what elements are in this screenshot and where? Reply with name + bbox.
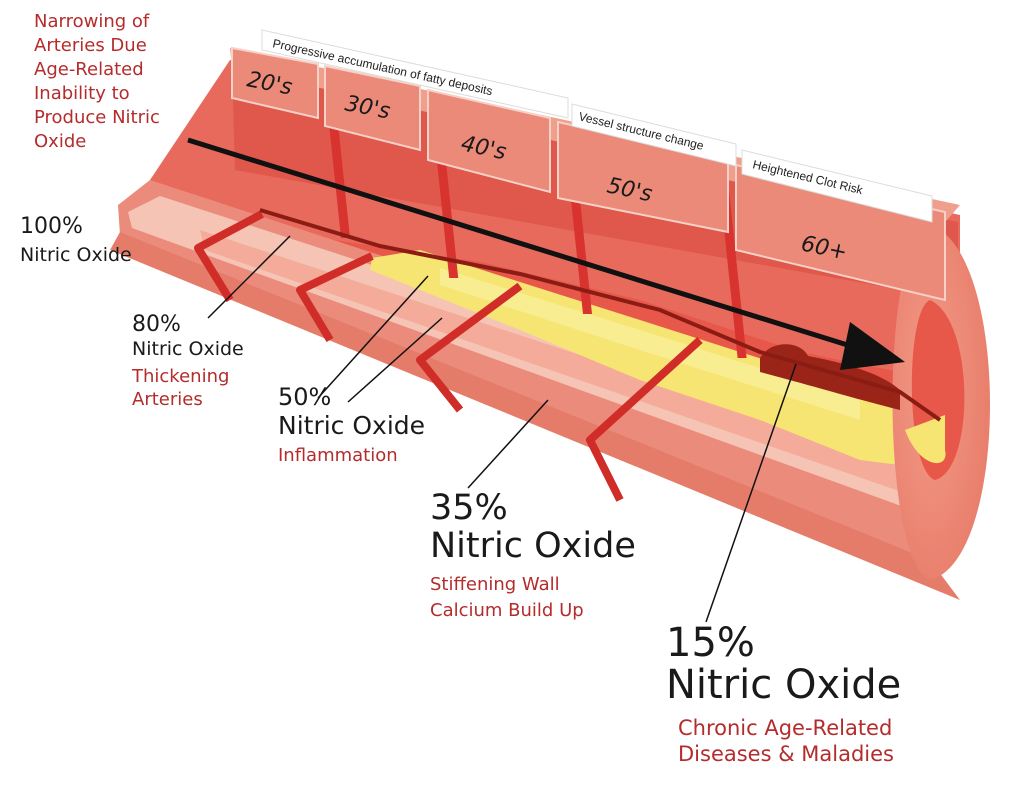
stage-50: 50% Nitric Oxide Inflammation <box>278 383 426 467</box>
age-box-30s <box>324 64 421 152</box>
title-line: Narrowing of <box>34 11 150 32</box>
end-plaque <box>905 415 946 464</box>
title-line: Produce Nitric <box>34 107 160 128</box>
stage-100: 100% Nitric Oxide <box>20 214 132 267</box>
diagram-title: Narrowing of Arteries Due Age-Related In… <box>34 10 209 154</box>
age-boxes <box>231 46 946 302</box>
stage-effect: Arteries <box>132 388 203 410</box>
stage-effect: Thickening <box>132 366 230 388</box>
stage-label: Nitric Oxide <box>132 338 244 361</box>
plaque-highlight <box>440 268 860 420</box>
banner-fatty-deposits <box>261 29 569 119</box>
stage-label: Nitric Oxide <box>278 410 426 440</box>
lower-cut-lines <box>194 210 703 502</box>
stage-percent: 100% <box>20 214 83 239</box>
title-line: Inability to <box>34 83 130 104</box>
stage-percent: 80% <box>132 312 181 337</box>
lumen-edge <box>259 208 942 422</box>
stage-percent: 35% <box>430 488 508 528</box>
vessel-middle-layer <box>200 230 930 500</box>
stage-effect: Diseases & Maladies <box>678 742 894 767</box>
stage-effect: Chronic Age-Related <box>678 716 893 740</box>
banner-clot-risk <box>741 149 933 223</box>
title-line: Oxide <box>34 131 87 152</box>
age-box-20s <box>231 46 319 120</box>
stage-35: 35% Nitric Oxide Stiffening Wall Calcium… <box>430 488 636 622</box>
banner-vessel-structure <box>571 103 737 167</box>
progression-arrow-head <box>840 322 905 370</box>
stage-effect: Inflammation <box>278 445 398 467</box>
stage-80: 80% Nitric Oxide Thickening Arteries <box>132 312 244 411</box>
stage-effect: Calcium Build Up <box>430 600 584 622</box>
title-line: Age-Related <box>34 59 144 80</box>
title-line: Arteries Due <box>34 35 147 56</box>
stage-percent: 50% <box>278 383 332 411</box>
stage-label: Nitric Oxide <box>430 526 636 567</box>
progression-arrow-shaft <box>187 137 871 355</box>
stage-label: Nitric Oxide <box>666 662 902 708</box>
banners <box>261 29 933 223</box>
age-box-40s <box>427 88 551 194</box>
stage-effect: Stiffening Wall <box>430 573 560 595</box>
pointer-lines <box>207 235 797 623</box>
stage-15: 15% Nitric Oxide Chronic Age-Related Dis… <box>666 620 901 766</box>
stage-percent: 15% <box>666 620 755 666</box>
stage-label: Nitric Oxide <box>20 244 132 267</box>
